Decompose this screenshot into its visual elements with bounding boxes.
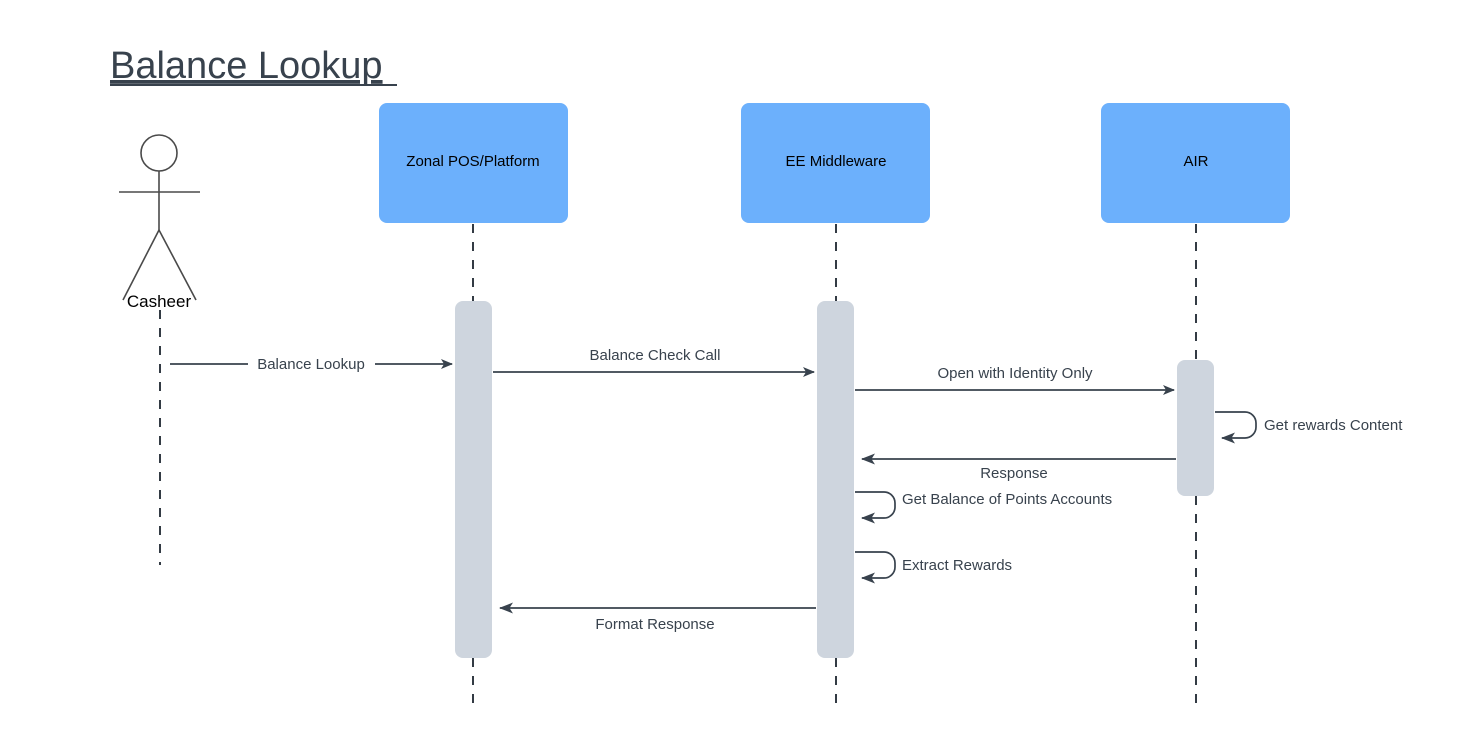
message-get-rewards-content[interactable]: Get rewards Content bbox=[1215, 411, 1403, 444]
activation-bar-eemw bbox=[817, 301, 854, 658]
activation-bar-zonal bbox=[455, 301, 492, 658]
message-selfloop-m6 bbox=[855, 491, 896, 524]
activation-bar-air bbox=[1177, 360, 1214, 496]
participant-label-zonal: Zonal POS/Platform bbox=[406, 153, 539, 170]
participant-label-eemw: EE Middleware bbox=[786, 153, 887, 170]
message-open-with-identity-only[interactable]: Open with Identity Only bbox=[855, 365, 1175, 395]
page-title: Balance Lookup bbox=[110, 45, 383, 87]
participant-zonal-pos-platform[interactable]: Zonal POS/Platform bbox=[379, 103, 568, 705]
message-get-balance-of-points-accounts[interactable]: Get Balance of Points Accounts bbox=[855, 491, 1112, 524]
participant-air[interactable]: AIR bbox=[1101, 103, 1290, 705]
message-response[interactable]: Response bbox=[861, 453, 1176, 482]
actor-casheer[interactable]: Casheer bbox=[119, 134, 200, 565]
message-selfloop-m7 bbox=[855, 551, 896, 584]
message-label-open-with-identity-only: Open with Identity Only bbox=[937, 365, 1093, 382]
message-balance-lookup[interactable]: Balance Lookup bbox=[170, 356, 453, 373]
message-label-balance-lookup: Balance Lookup bbox=[257, 356, 365, 373]
diagram-title-group: Balance Lookup bbox=[110, 45, 397, 87]
message-label-get-balance-of-points-accounts: Get Balance of Points Accounts bbox=[902, 491, 1112, 508]
message-format-response[interactable]: Format Response bbox=[499, 602, 816, 633]
stick-figure-icon bbox=[119, 134, 200, 301]
message-selfloop-m4 bbox=[1215, 411, 1257, 444]
message-label-get-rewards-content: Get rewards Content bbox=[1264, 417, 1403, 434]
participant-box-eemw[interactable] bbox=[741, 103, 930, 223]
participant-box-zonal[interactable] bbox=[379, 103, 568, 223]
message-label-response: Response bbox=[980, 465, 1048, 482]
message-balance-check-call[interactable]: Balance Check Call bbox=[493, 347, 815, 377]
participant-ee-middleware[interactable]: EE Middleware bbox=[741, 103, 930, 705]
message-label-extract-rewards: Extract Rewards bbox=[902, 557, 1012, 574]
message-label-balance-check-call: Balance Check Call bbox=[590, 347, 721, 364]
message-extract-rewards[interactable]: Extract Rewards bbox=[855, 551, 1012, 584]
actor-label: Casheer bbox=[127, 292, 192, 311]
participant-box-air[interactable] bbox=[1101, 103, 1290, 223]
message-label-format-response: Format Response bbox=[595, 616, 714, 633]
participant-label-air: AIR bbox=[1183, 153, 1208, 170]
